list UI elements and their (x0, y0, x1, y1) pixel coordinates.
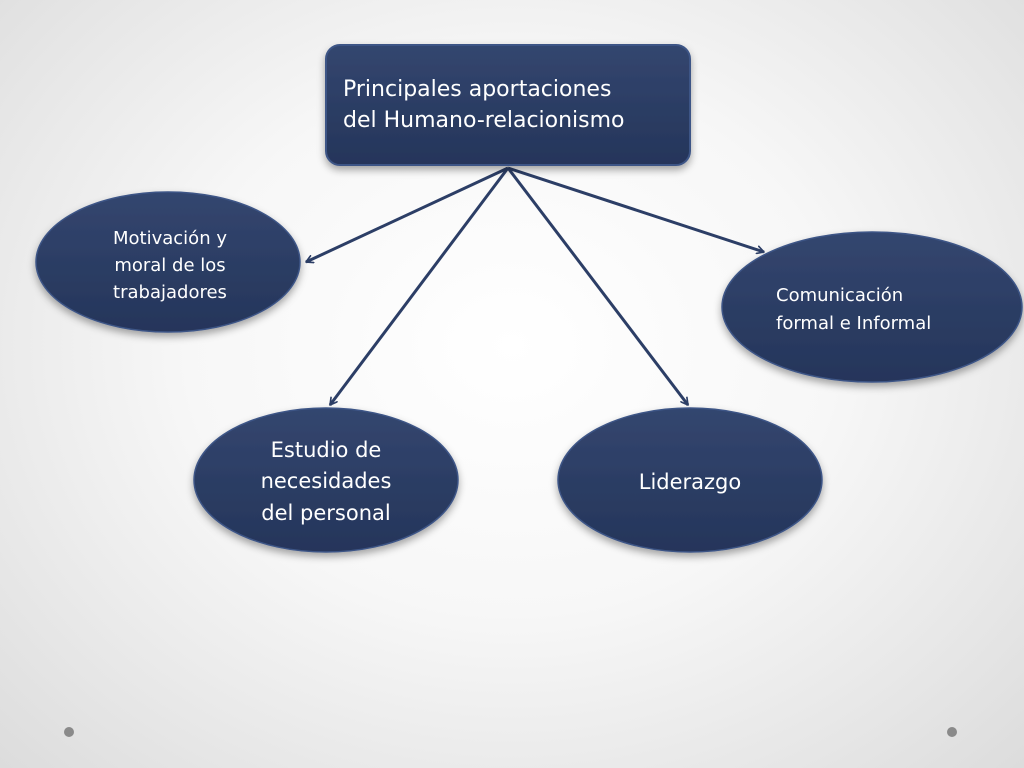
comunicacion-node-label: Comunicación formal e Informal (776, 285, 932, 334)
slide-dot-left (64, 727, 74, 737)
liderazgo-node-label: Liderazgo (638, 469, 742, 494)
arrow-to-comunicacion (507, 166, 764, 252)
motivacion-node-label: Motivación y moral de los trabajadores (113, 227, 227, 303)
arrow-to-liderazgo (506, 167, 690, 406)
motivacion-node-shape (35, 191, 301, 333)
arrow-to-motivacion (306, 166, 509, 262)
slide-dot-right (947, 727, 957, 737)
comunicacion-node-shape (721, 231, 1023, 383)
root-node-box (325, 44, 691, 166)
liderazgo-node-shape (557, 407, 823, 553)
estudio-node-shape (193, 407, 459, 553)
root-node-label: Principales aportaciones del Humano-rela… (343, 77, 625, 133)
estudio-node-label: Estudio de necesidades del personal (260, 437, 392, 525)
arrow-to-estudio (328, 167, 510, 406)
